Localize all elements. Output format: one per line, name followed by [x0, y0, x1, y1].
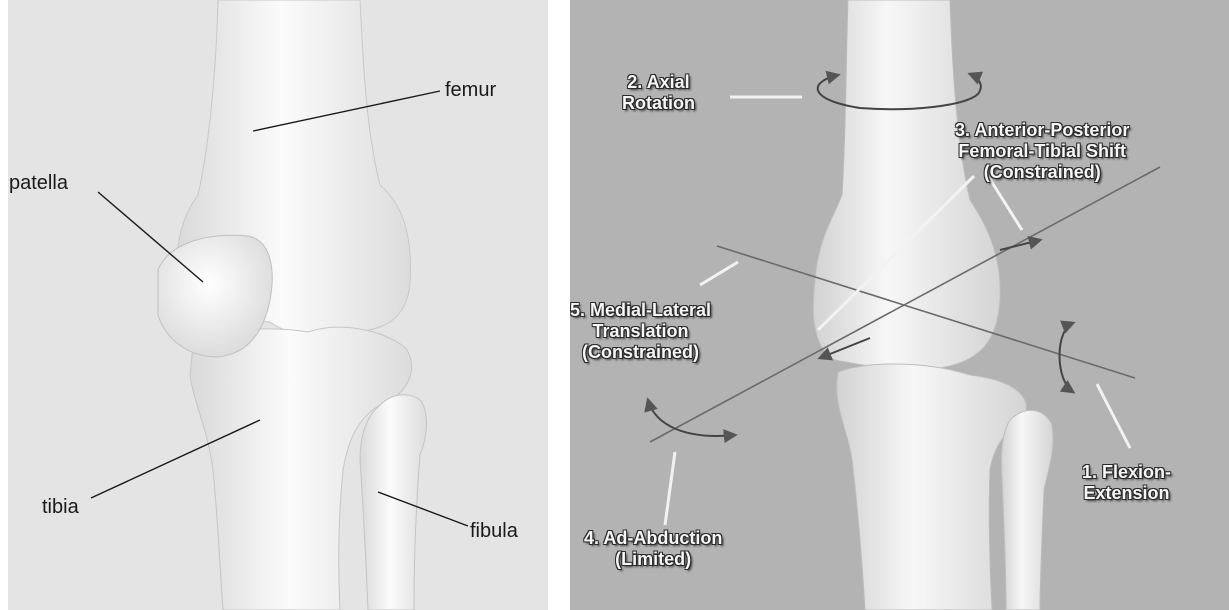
fibula-label: fibula — [470, 520, 518, 543]
medial-lateral-label: 5. Medial-Lateral Translation (Constrain… — [570, 300, 711, 363]
ad-abduction-leader — [665, 452, 675, 525]
femur-bone-right — [813, 0, 1000, 369]
medial-lateral-leader — [700, 262, 738, 285]
knee-anatomy-panel: femur patella tibia fibula — [8, 0, 548, 610]
ad-abduction-label: 4. Ad-Abduction (Limited) — [584, 528, 722, 570]
tibia-label: tibia — [42, 496, 79, 519]
anterior-posterior-label: 3. Anterior-Posterior Femoral-Tibial Shi… — [955, 120, 1129, 183]
patella-label: patella — [9, 172, 68, 195]
knee-motion-panel: 2. Axial Rotation 3. Anterior-Posterior … — [570, 0, 1229, 610]
tibia-bone-right — [837, 364, 1027, 610]
femur-label: femur — [445, 79, 496, 102]
anterior-posterior-leader-2 — [988, 176, 1022, 230]
ad-abduction-arrow — [648, 400, 735, 436]
fibula-bone-right — [1001, 410, 1053, 610]
fibula-bone — [360, 395, 426, 610]
flexion-extension-leader — [1097, 384, 1130, 448]
axial-rotation-label: 2. Axial Rotation — [622, 72, 695, 114]
ap-arrow-upper — [1000, 240, 1040, 250]
flexion-extension-label: 1. Flexion- Extension — [1082, 462, 1171, 504]
